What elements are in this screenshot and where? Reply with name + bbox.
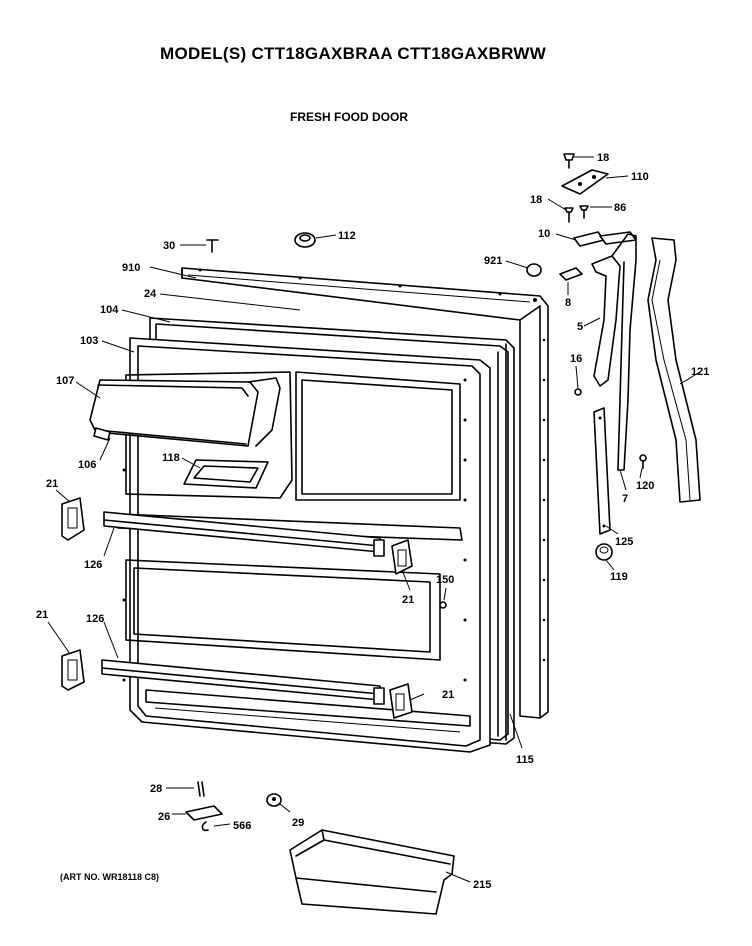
callout-18-side: 18 [530, 194, 542, 206]
part-8 [559, 267, 583, 281]
callout-910: 910 [122, 262, 140, 274]
callout-921: 921 [484, 255, 502, 267]
callout-110: 110 [631, 171, 649, 183]
callout-119: 119 [610, 571, 628, 583]
clip-28 [197, 781, 205, 797]
plug-921 [526, 263, 542, 277]
callout-126-upper: 126 [84, 559, 102, 571]
callout-126-lower: 126 [86, 613, 104, 625]
callout-150: 150 [436, 574, 454, 586]
art-number: (ART NO. WR18118 C8) [60, 872, 160, 882]
callout-215: 215 [473, 879, 491, 891]
butter-tray [183, 459, 269, 489]
screw-120 [639, 454, 647, 469]
callout-566: 566 [233, 820, 251, 832]
callout-10: 10 [538, 228, 550, 240]
callout-86: 86 [614, 202, 626, 214]
model-title: MODEL(S) CTT18GAXBRAA CTT18GAXBRWW [160, 44, 547, 63]
door-outer-panel [181, 267, 549, 719]
callout-28: 28 [150, 783, 162, 795]
callout-118: 118 [162, 452, 180, 464]
handle-trim [647, 237, 701, 503]
shelf-rail-upper [103, 511, 385, 557]
callout-24: 24 [144, 288, 157, 300]
door-handle [591, 233, 637, 471]
callout-8: 8 [565, 297, 571, 309]
callout-104: 104 [100, 304, 119, 316]
door-bin [289, 829, 455, 915]
callout-112: 112 [338, 230, 356, 242]
callout-labels: 18 110 18 86 30 112 10 921 910 8 24 104 … [36, 152, 709, 891]
bracket-26 [185, 805, 223, 821]
callout-26: 26 [158, 811, 170, 823]
hinge-screw-18-side [564, 207, 574, 223]
callout-18-top: 18 [597, 152, 609, 164]
hinge-screw-86 [579, 205, 589, 219]
hinge-10 [573, 231, 637, 247]
callout-7: 7 [622, 493, 628, 505]
callout-106: 106 [78, 459, 96, 471]
callout-21-lower-right: 21 [442, 689, 454, 701]
callout-30: 30 [163, 240, 175, 252]
screw-16 [574, 388, 582, 396]
shelf-rail-lower [101, 659, 385, 705]
callout-121: 121 [691, 366, 709, 378]
shelf-support-left-lower [61, 649, 85, 691]
callout-115: 115 [516, 754, 534, 766]
section-title: FRESH FOOD DOOR [290, 110, 409, 124]
callout-120: 120 [636, 480, 654, 492]
screw-566 [201, 821, 209, 832]
callout-29: 29 [292, 817, 304, 829]
screw-150 [439, 601, 447, 609]
dairy-door [89, 377, 281, 447]
callout-21-upper-left: 21 [46, 478, 58, 490]
shelf-support-right-upper [391, 539, 413, 575]
callout-125: 125 [615, 536, 633, 548]
callout-21-upper-right: 21 [402, 594, 414, 606]
handle-bracket [593, 407, 611, 535]
shelf-support-right-lower [389, 683, 413, 719]
screw-30 [206, 239, 219, 253]
callout-16: 16 [570, 353, 582, 365]
callout-21-lower-left: 21 [36, 609, 48, 621]
hinge-bracket-110 [561, 169, 609, 195]
callout-103: 103 [80, 335, 98, 347]
cap-29 [266, 793, 282, 807]
cap-119 [595, 543, 613, 561]
plug-112 [294, 232, 316, 248]
leader-lines [47, 156, 701, 883]
callout-5: 5 [577, 321, 583, 333]
hinge-screw-18-top [563, 153, 575, 169]
callout-107: 107 [56, 375, 74, 387]
shelf-support-left-upper [61, 497, 85, 541]
